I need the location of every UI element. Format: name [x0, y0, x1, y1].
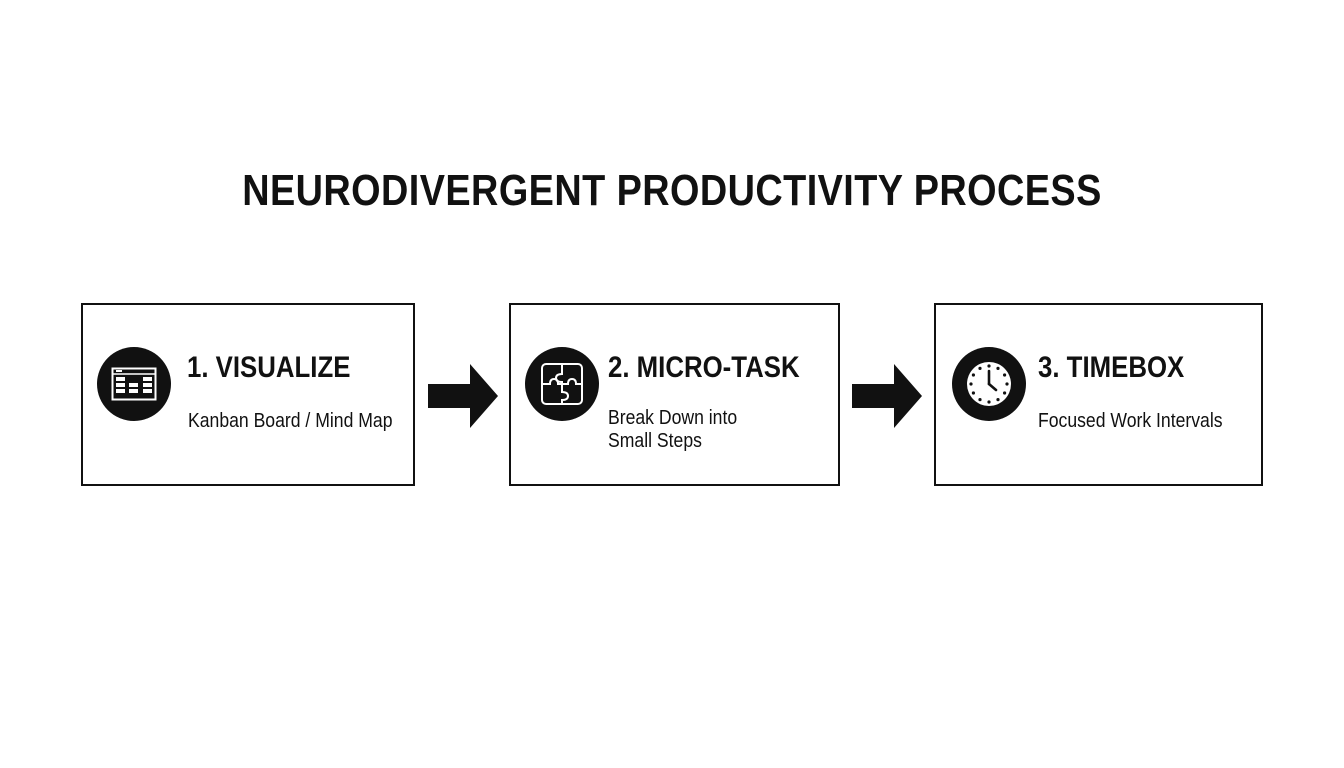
diagram-title: NEURODIVERGENT PRODUCTIVITY PROCESS [242, 166, 1102, 215]
step-description-line: Focused Work Intervals [1038, 410, 1223, 432]
arrow-right-icon [428, 364, 498, 428]
step-visualize: 1. VISUALIZE Kanban Board / Mind Map [81, 303, 415, 486]
kanban-board-icon [97, 347, 171, 421]
step-heading: 3. TIMEBOX [1038, 351, 1185, 384]
puzzle-pieces-icon [525, 347, 599, 421]
step-timebox: 3. TIMEBOX Focused Work Intervals [934, 303, 1263, 486]
step-micro-task: 2. MICRO-TASK Break Down into Small Step… [509, 303, 840, 486]
step-description: Kanban Board / Mind Map [188, 410, 392, 433]
clock-icon [952, 347, 1026, 421]
step-description: Focused Work Intervals [1038, 410, 1223, 433]
step-description-line: Small Steps [608, 430, 702, 452]
arrow-right-icon [852, 364, 922, 428]
step-heading: 2. MICRO-TASK [608, 351, 800, 384]
step-description: Break Down into Small Steps [608, 407, 737, 453]
step-description-line: Kanban Board / Mind Map [188, 410, 393, 432]
step-description-line: Break Down into [608, 407, 738, 429]
step-heading: 1. VISUALIZE [187, 351, 351, 384]
